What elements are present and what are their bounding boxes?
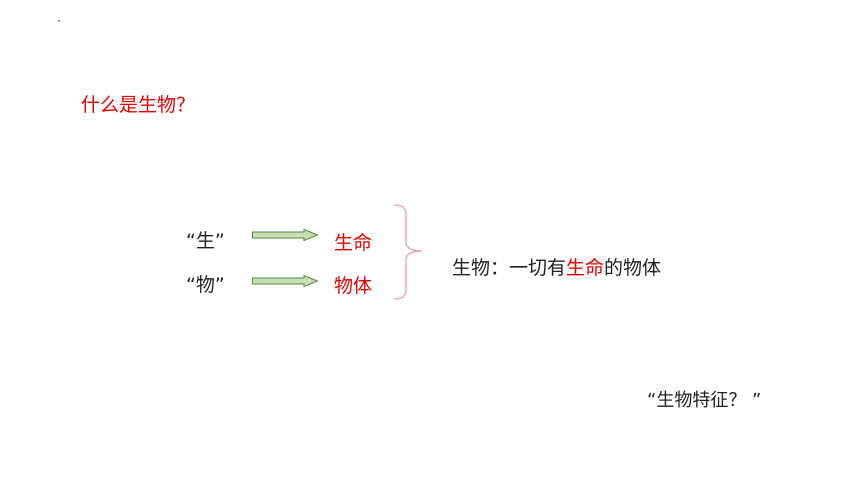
right-arrow-icon [252, 229, 318, 241]
feature-question: “生物特征？ ” [647, 390, 762, 411]
meaning-life: 生命 [334, 232, 373, 254]
definition-suffix: 的物体 [604, 257, 662, 279]
definition-highlight: 生命 [566, 257, 605, 279]
right-brace-icon [393, 204, 423, 300]
main-question: 什么是生物？ [81, 94, 196, 116]
definition-text: 生物：一切有生命的物体 [452, 253, 661, 280]
corner-dot [58, 20, 60, 22]
definition-prefix: 生物：一切有 [452, 257, 567, 279]
right-arrow-icon [252, 275, 318, 287]
char-sheng: “生” [186, 230, 225, 252]
meaning-object: 物体 [334, 275, 373, 297]
char-wu: “物” [186, 274, 225, 296]
